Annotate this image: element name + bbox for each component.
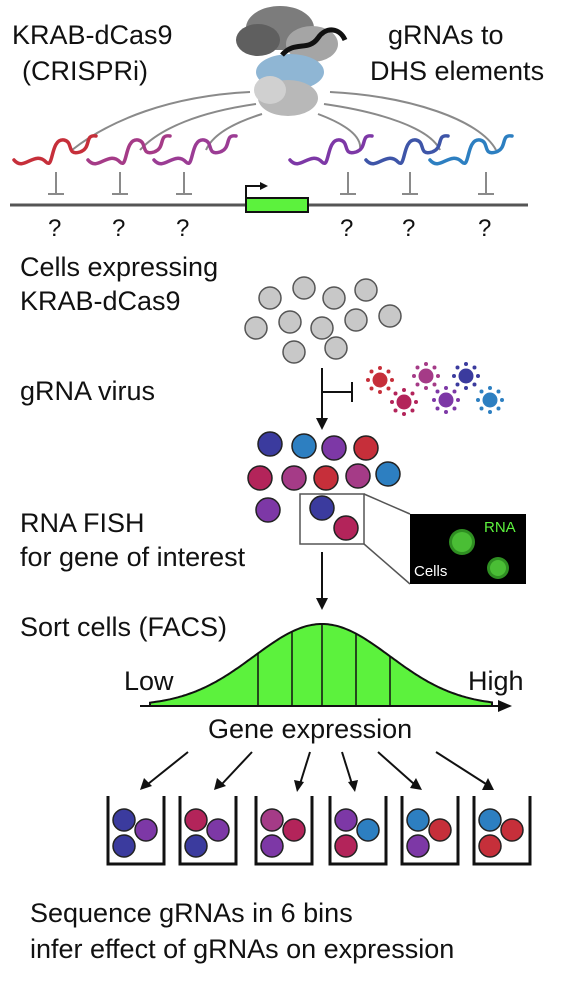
cells-expressing-label: Cells expressing	[20, 252, 218, 282]
sorted-cell	[112, 808, 136, 832]
sorted-cell	[206, 818, 230, 842]
sorted-cell	[184, 808, 208, 832]
krab-dcas9-cells-label: KRAB-dCas9	[20, 286, 181, 316]
caption-line-1: Sequence gRNAs in 6 bins	[30, 898, 353, 928]
krab-dcas9-label: KRAB-dCas9	[12, 20, 173, 50]
grna-virus-label: gRNA virus	[20, 376, 155, 406]
virus-particle-4	[390, 388, 418, 416]
grnas-to-label: gRNAs to	[388, 20, 504, 50]
grna-molecules	[12, 134, 514, 166]
caption-line-2: infer effect of gRNAs on expression	[30, 934, 454, 964]
gene-expression-label: Gene expression	[208, 714, 412, 744]
virus-particle-3	[452, 362, 480, 390]
sorted-cell	[478, 808, 502, 832]
sorting-bin-3	[254, 796, 314, 866]
grna-5	[364, 134, 450, 166]
krab-dcas9-complex	[236, 6, 348, 116]
virus-particles	[366, 362, 504, 416]
sorted-cell	[260, 834, 284, 858]
bin-arrows	[147, 751, 487, 785]
sorted-cell	[334, 808, 358, 832]
sorted-cell	[428, 818, 452, 842]
sort-cells-label: Sort cells (FACS)	[20, 612, 227, 642]
zoom-box	[299, 493, 365, 545]
question-mark-5: ?	[402, 215, 415, 242]
repression-markers	[48, 172, 494, 195]
grna-6	[428, 134, 514, 166]
crispri-label: (CRISPRi)	[22, 56, 148, 86]
rna-fish-inset: RNA Cells	[410, 514, 526, 584]
question-mark-1: ?	[48, 215, 61, 242]
sorted-cell	[282, 818, 306, 842]
grna-2	[86, 134, 172, 166]
sorting-bin-2	[178, 796, 238, 866]
sorted-cell	[356, 818, 380, 842]
sorting-bin-1	[106, 796, 166, 866]
gene-of-interest-label: for gene of interest	[20, 542, 246, 572]
sorted-cell	[260, 808, 284, 832]
gray-cell-cluster	[244, 276, 402, 364]
expression-distribution	[149, 623, 493, 707]
grna-4	[288, 134, 374, 166]
sorted-cell	[406, 808, 430, 832]
connector-arcs	[71, 91, 497, 151]
sorted-cell	[112, 834, 136, 858]
inset-rna-label: RNA	[484, 519, 516, 536]
question-mark-2: ?	[112, 215, 125, 242]
virus-particle-6	[476, 386, 504, 414]
sorting-bin-5	[400, 796, 460, 866]
high-label: High	[468, 666, 524, 696]
virus-particle-2	[412, 362, 440, 390]
gene-box	[245, 197, 309, 213]
virus-particle-1	[366, 366, 394, 394]
promoter-arrow	[245, 185, 260, 198]
sorted-cell	[134, 818, 158, 842]
low-label: Low	[124, 666, 174, 696]
question-mark-6: ?	[478, 215, 491, 242]
sorting-bins	[106, 796, 532, 866]
sorting-bin-6	[472, 796, 532, 866]
grna-3	[152, 134, 238, 166]
inset-cells-label: Cells	[414, 563, 447, 580]
sorted-cell	[406, 834, 430, 858]
question-mark-3: ?	[176, 215, 189, 242]
sorting-bin-4	[328, 796, 388, 866]
sorted-cell	[184, 834, 208, 858]
sorted-cell	[334, 834, 358, 858]
sorted-cell	[500, 818, 524, 842]
question-mark-4: ?	[340, 215, 353, 242]
grna-1	[12, 134, 98, 166]
infected-cell-cluster	[247, 431, 401, 541]
dhs-elements-label: DHS elements	[370, 56, 544, 86]
sorted-cell	[478, 834, 502, 858]
rna-fish-label: RNA FISH	[20, 508, 145, 538]
virus-particle-5	[432, 386, 460, 414]
